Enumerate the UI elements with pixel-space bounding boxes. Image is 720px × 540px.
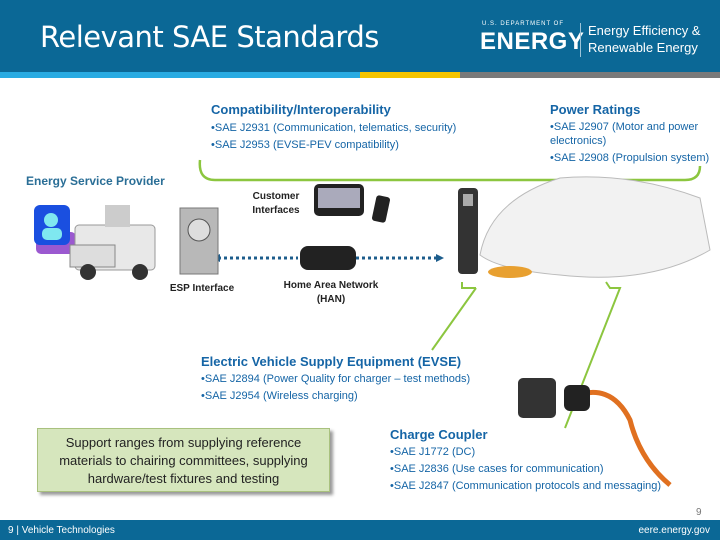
coupler-item: •SAE J1772 (DC) [390, 446, 476, 458]
call-center-icon [34, 205, 76, 254]
han-label: Home Area Network (HAN) [283, 280, 379, 305]
electric-car-image [479, 176, 711, 278]
energy-display-image [314, 184, 364, 216]
arrow-right-icon [436, 254, 444, 262]
power-section: Power Ratings •SAE J2907 (Motor and powe… [550, 102, 710, 165]
compatibility-item: •SAE J2953 (EVSE-PEV compatibility) [211, 139, 399, 151]
support-note-box: Support ranges from supplying reference … [37, 428, 330, 492]
logo-divider [580, 23, 581, 57]
charge-coupler-image [518, 378, 672, 487]
coupler-item: •SAE J2836 (Use cases for communication) [390, 463, 604, 475]
stripe-yellow [360, 72, 460, 78]
footer-left: 9 | Vehicle Technologies [8, 525, 115, 536]
evse-charger-image [458, 188, 478, 274]
compatibility-item: •SAE J2931 (Communication, telematics, s… [211, 122, 457, 134]
footer-bar: 9 | Vehicle Technologies eere.energy.gov [0, 520, 720, 540]
eere-line1: Energy Efficiency & [588, 23, 701, 38]
han-router-image [300, 246, 356, 270]
coupler-item: •SAE J2847 (Communication protocols and … [390, 480, 662, 492]
compatibility-heading: Compatibility/Interoperability [211, 102, 391, 117]
page-number: 9 [696, 507, 702, 518]
power-heading: Power Ratings [550, 102, 641, 117]
coupler-section: Charge Coupler •SAE J1772 (DC) •SAE J283… [390, 427, 661, 495]
power-item: •SAE J2908 (Propulsion system) [550, 152, 710, 164]
top-bracket [198, 159, 702, 182]
evse-item: •SAE J2894 (Power Quality for charger – … [201, 373, 471, 385]
eere-line2: Renewable Energy [588, 40, 698, 55]
evse-section: Electric Vehicle Supply Equipment (EVSE)… [201, 354, 470, 405]
esp-heading: Energy Service Provider [26, 174, 165, 188]
slide-title: Relevant SAE Standards [40, 20, 379, 54]
smartphone-image [372, 195, 390, 223]
evse-connector-line [431, 282, 477, 351]
electric-meter-image [179, 207, 219, 275]
compatibility-section: Compatibility/Interoperability •SAE J293… [211, 102, 456, 154]
stripe-cyan [0, 72, 360, 78]
evse-heading: Electric Vehicle Supply Equipment (EVSE) [201, 354, 462, 369]
header-bar [0, 0, 720, 72]
doe-logo-dept: U.S. DEPARTMENT OF [482, 21, 565, 27]
coupler-connector-line [564, 281, 622, 429]
evse-item: •SAE J2954 (Wireless charging) [201, 390, 358, 402]
power-item: •SAE J2907 (Motor and power electronics) [550, 121, 699, 147]
footer-link[interactable]: eere.energy.gov [638, 525, 710, 536]
eere-logo: Energy Efficiency & Renewable Energy [588, 22, 700, 56]
utility-truck-image [69, 205, 156, 280]
doe-logo-energy: ENERGY [480, 28, 585, 55]
customer-interfaces-label: Customer Interfaces [252, 191, 300, 216]
esp-interface-label: ESP Interface [169, 283, 235, 294]
stripe-gray [460, 72, 720, 78]
coupler-heading: Charge Coupler [390, 427, 488, 442]
